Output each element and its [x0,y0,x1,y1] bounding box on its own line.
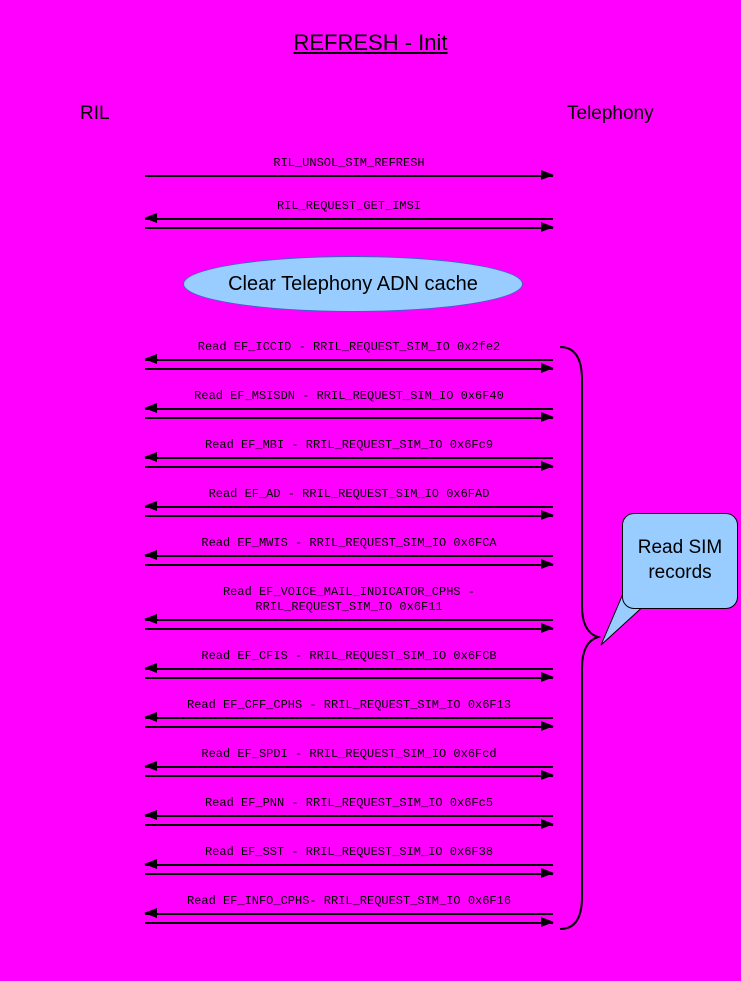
arrow-left-icon [144,908,553,918]
read-message: Read EF_PNN - RRIL_REQUEST_SIM_IO 0x6Fc5 [144,796,554,829]
read-message: Read EF_VOICE_MAIL_INDICATOR_CPHS - RRIL… [144,585,554,633]
message-label: Read EF_INFO_CPHS- RRIL_REQUEST_SIM_IO 0… [186,894,512,908]
message-label: RIL_UNSOL_SIM_REFRESH [273,156,425,170]
message-row: RIL_REQUEST_GET_IMSI [144,199,554,232]
message-label: Read EF_CFF_CPHS - RRIL_REQUEST_SIM_IO 0… [186,698,512,712]
read-message: Read EF_AD - RRIL_REQUEST_SIM_IO 0x6FAD [144,487,554,520]
note-ellipse: Clear Telephony ADN cache [183,256,523,312]
message-row: RIL_UNSOL_SIM_REFRESH [145,156,554,180]
read-messages-group: Read EF_ICCID - RRIL_REQUEST_SIM_IO 0x2f… [144,340,554,943]
arrow-left-icon [144,550,553,560]
read-message: Read EF_SPDI - RRIL_REQUEST_SIM_IO 0x6Fc… [144,747,554,780]
arrow-left-icon [144,761,553,771]
arrow-right-icon [145,170,554,180]
arrow-right-icon [145,222,554,232]
message-label: Read EF_AD - RRIL_REQUEST_SIM_IO 0x6FAD [208,487,490,501]
message-label: Read EF_MWIS - RRIL_REQUEST_SIM_IO 0x6FC… [201,536,497,550]
arrow-right-icon [145,559,554,569]
arrow-left-icon [144,614,553,624]
message-label: Read EF_ICCID - RRIL_REQUEST_SIM_IO 0x2f… [197,340,501,354]
arrow-right-icon [145,461,554,471]
arrow-left-icon [144,501,553,511]
note-label: Clear Telephony ADN cache [228,272,478,295]
arrow-right-icon [145,917,554,927]
arrow-right-icon [145,510,554,520]
arrow-right-icon [145,363,554,373]
message-label: Read EF_PNN - RRIL_REQUEST_SIM_IO 0x6Fc5 [204,796,494,810]
arrow-left-icon [144,354,553,364]
arrow-left-icon [144,712,553,722]
diagram-title: REFRESH - Init [293,30,448,55]
read-message: Read EF_CFIS - RRIL_REQUEST_SIM_IO 0x6FC… [144,649,554,682]
read-message: Read EF_MBI - RRIL_REQUEST_SIM_IO 0x6Fc9 [144,438,554,471]
arrow-left-icon [144,859,553,869]
actor-telephony: Telephony [567,103,654,124]
arrow-left-icon [144,810,553,820]
read-message: Read EF_SST - RRIL_REQUEST_SIM_IO 0x6F38 [144,845,554,878]
arrow-left-icon [144,403,553,413]
grouping-brace [559,346,602,930]
arrow-right-icon [145,819,554,829]
message-label: Read EF_SST - RRIL_REQUEST_SIM_IO 0x6F38 [204,845,494,859]
message-label: Read EF_MBI - RRIL_REQUEST_SIM_IO 0x6Fc9 [204,438,494,452]
read-message: Read EF_MWIS - RRIL_REQUEST_SIM_IO 0x6FC… [144,536,554,569]
message-label: RIL_REQUEST_GET_IMSI [276,199,422,213]
arrow-right-icon [145,672,554,682]
arrow-right-icon [145,412,554,422]
arrow-right-icon [145,868,554,878]
actor-ril: RIL [80,103,110,124]
message-label: Read EF_MSISDN - RRIL_REQUEST_SIM_IO 0x6… [194,389,504,403]
message-label: Read EF_CFIS - RRIL_REQUEST_SIM_IO 0x6FC… [201,649,497,663]
arrow-left-icon [144,452,553,462]
arrow-right-icon [145,770,554,780]
read-message: Read EF_INFO_CPHS- RRIL_REQUEST_SIM_IO 0… [144,894,554,927]
callout-label: Read SIM records [637,537,723,583]
callout-bubble: Read SIM records [622,513,738,609]
arrow-left-icon [144,663,553,673]
message-label: Read EF_VOICE_MAIL_INDICATOR_CPHS - RRIL… [222,585,476,614]
read-message: Read EF_MSISDN - RRIL_REQUEST_SIM_IO 0x6… [144,389,554,422]
arrow-right-icon [145,623,554,633]
arrow-left-icon [144,213,553,223]
message-label: Read EF_SPDI - RRIL_REQUEST_SIM_IO 0x6Fc… [201,747,497,761]
read-message: Read EF_CFF_CPHS - RRIL_REQUEST_SIM_IO 0… [144,698,554,731]
read-message: Read EF_ICCID - RRIL_REQUEST_SIM_IO 0x2f… [144,340,554,373]
arrow-right-icon [145,721,554,731]
